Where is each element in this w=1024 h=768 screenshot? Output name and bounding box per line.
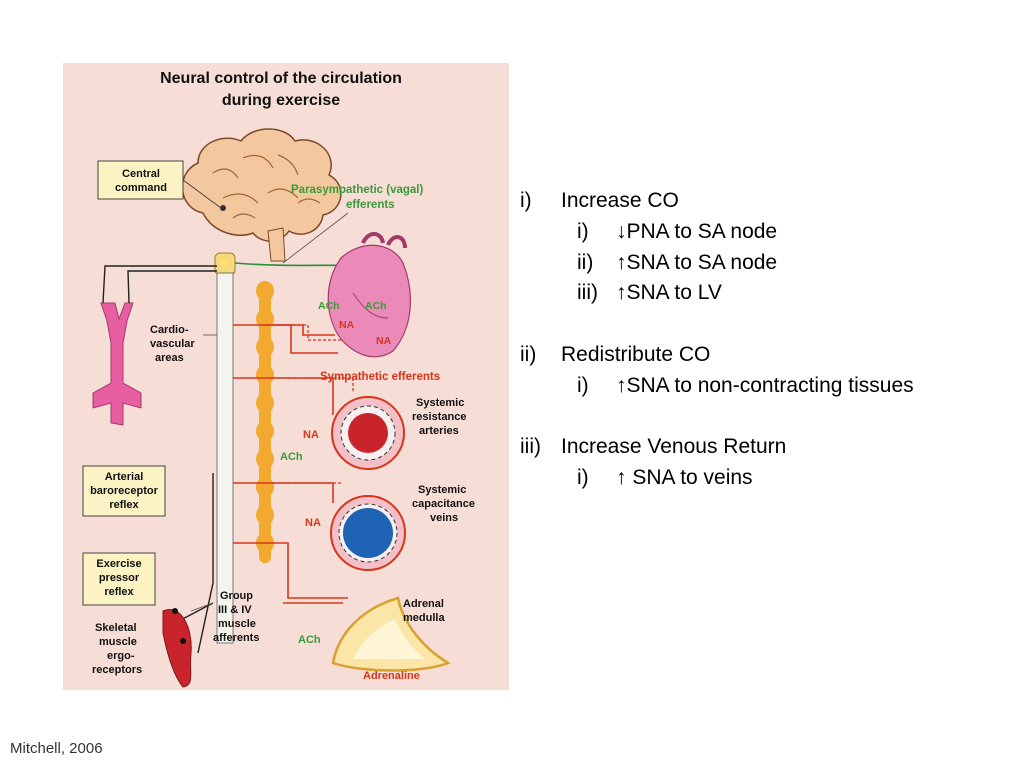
cardiovascular-label-2: vascular — [150, 338, 195, 350]
heart-illustration — [327, 232, 412, 358]
outline-subitem-text: ↑SNA to LV — [616, 281, 722, 305]
central-command-label-2: command — [115, 182, 167, 194]
ach-adrenal: ACh — [298, 634, 321, 646]
outline-subitem: i) ↑ SNA to veins — [520, 463, 1020, 494]
outline-item-text: Increase CO — [561, 189, 679, 212]
cardiovascular-label-3: areas — [155, 352, 184, 364]
ach-heart-left: ACh — [318, 300, 340, 312]
capacitance-label-2: capacitance — [412, 498, 475, 510]
outline-subitem: i) ↑SNA to non-contracting tissues — [520, 371, 1020, 402]
outline-list: i) Increase CO i) ↓PNA to SA node ii) ↑S… — [520, 186, 1020, 494]
adrenal-label-2: medulla — [403, 612, 445, 624]
outline-subitem-number: i) — [577, 219, 589, 243]
na-veins: NA — [305, 517, 321, 529]
outline-item-text: Increase Venous Return — [561, 435, 787, 459]
sympathetic-chain — [256, 281, 274, 563]
sympathetic-label: Sympathetic efferents — [320, 371, 440, 383]
central-command-label-1: Central — [122, 168, 160, 180]
outline-subitem-number: iii) — [577, 281, 598, 305]
adrenal-label-1: Adrenal — [403, 598, 444, 610]
pressor-label-3: reflex — [104, 586, 134, 598]
outline-subitem-text: ↓PNA to SA node — [616, 219, 778, 243]
cardiovascular-areas-node — [214, 252, 236, 276]
adrenal-gland-illustration — [331, 596, 451, 672]
skeletal-label-4: receptors — [92, 664, 142, 676]
skeletal-label-2: muscle — [99, 636, 137, 648]
citation: Mitchell, 2006 — [10, 740, 103, 757]
outline-subitem-text: ↑ SNA to veins — [616, 466, 753, 490]
brain-illustration — [181, 128, 342, 262]
outline-item-text: Redistribute CO — [561, 342, 711, 366]
baroreceptor-label-3: reflex — [109, 499, 139, 511]
resistance-label-3: arteries — [419, 425, 459, 437]
skeletal-label-1: Skeletal — [95, 622, 137, 634]
skeletal-label-3: ergo- — [107, 650, 135, 662]
outline-subitem: i) ↓PNA to SA node — [520, 217, 1020, 248]
carotid-aorta-illustration — [92, 302, 142, 426]
cardiovascular-label-1: Cardio- — [150, 324, 189, 336]
outline-item-number: iii) — [520, 435, 541, 459]
baroreceptor-label-1: Arterial — [105, 471, 144, 483]
outline-subitem-number: ii) — [577, 250, 594, 274]
group-label-4: afferents — [213, 632, 259, 644]
outline-subitem-number: i) — [577, 466, 589, 490]
outline-subitem-number: i) — [577, 373, 589, 397]
outline-subitem-text: ↑SNA to SA node — [616, 250, 778, 274]
capacitance-vein-illustration — [330, 495, 406, 571]
figure-title-line2: during exercise — [222, 92, 340, 109]
neural-control-figure: Neural control of the circulation during… — [63, 63, 509, 690]
spinal-cord — [216, 272, 234, 644]
outline-item: ii) Redistribute CO — [520, 340, 1020, 371]
capacitance-label-1: Systemic — [418, 484, 466, 496]
resistance-label-2: resistance — [412, 411, 466, 423]
central-command-box: Central command — [97, 160, 184, 200]
group-label-1: Group — [220, 590, 253, 602]
na-heart-1: NA — [339, 319, 355, 331]
resistance-artery-illustration — [331, 396, 405, 470]
group-label-2: III & IV — [218, 604, 252, 616]
baroreceptor-box: Arterial baroreceptor reflex — [82, 465, 166, 517]
exercise-pressor-box: Exercise pressor reflex — [82, 552, 156, 606]
outline-subitem: iii) ↑SNA to LV — [520, 278, 1020, 309]
sympathetic-pathways — [233, 324, 348, 604]
figure-title-line1: Neural control of the circulation — [160, 70, 402, 87]
baroreceptor-label-2: baroreceptor — [90, 485, 159, 497]
pressor-label-1: Exercise — [96, 558, 141, 570]
pressor-label-2: pressor — [99, 572, 140, 584]
outline-subitem-text: ↑SNA to non-contracting tissues — [616, 373, 914, 397]
outline-item: iii) Increase Venous Return — [520, 432, 1020, 463]
parasympathetic-label-1: Parasympathetic (vagal) — [291, 184, 423, 196]
outline-subitem: ii) ↑SNA to SA node — [520, 248, 1020, 279]
outline-item-number: i) — [520, 189, 532, 212]
ach-chain: ACh — [280, 451, 303, 463]
ach-heart-right: ACh — [365, 300, 387, 312]
outline-item-number: ii) — [520, 342, 537, 366]
skeletal-muscle-illustration — [162, 608, 192, 688]
resistance-label-1: Systemic — [416, 397, 464, 409]
capacitance-label-3: veins — [430, 512, 458, 524]
adrenaline-label: Adrenaline — [363, 670, 420, 682]
outline-item: i) Increase CO — [520, 186, 1020, 217]
na-arteries: NA — [303, 429, 319, 441]
na-heart-2: NA — [376, 335, 392, 347]
group-label-3: muscle — [218, 618, 256, 630]
parasympathetic-label-2: efferents — [346, 199, 395, 211]
